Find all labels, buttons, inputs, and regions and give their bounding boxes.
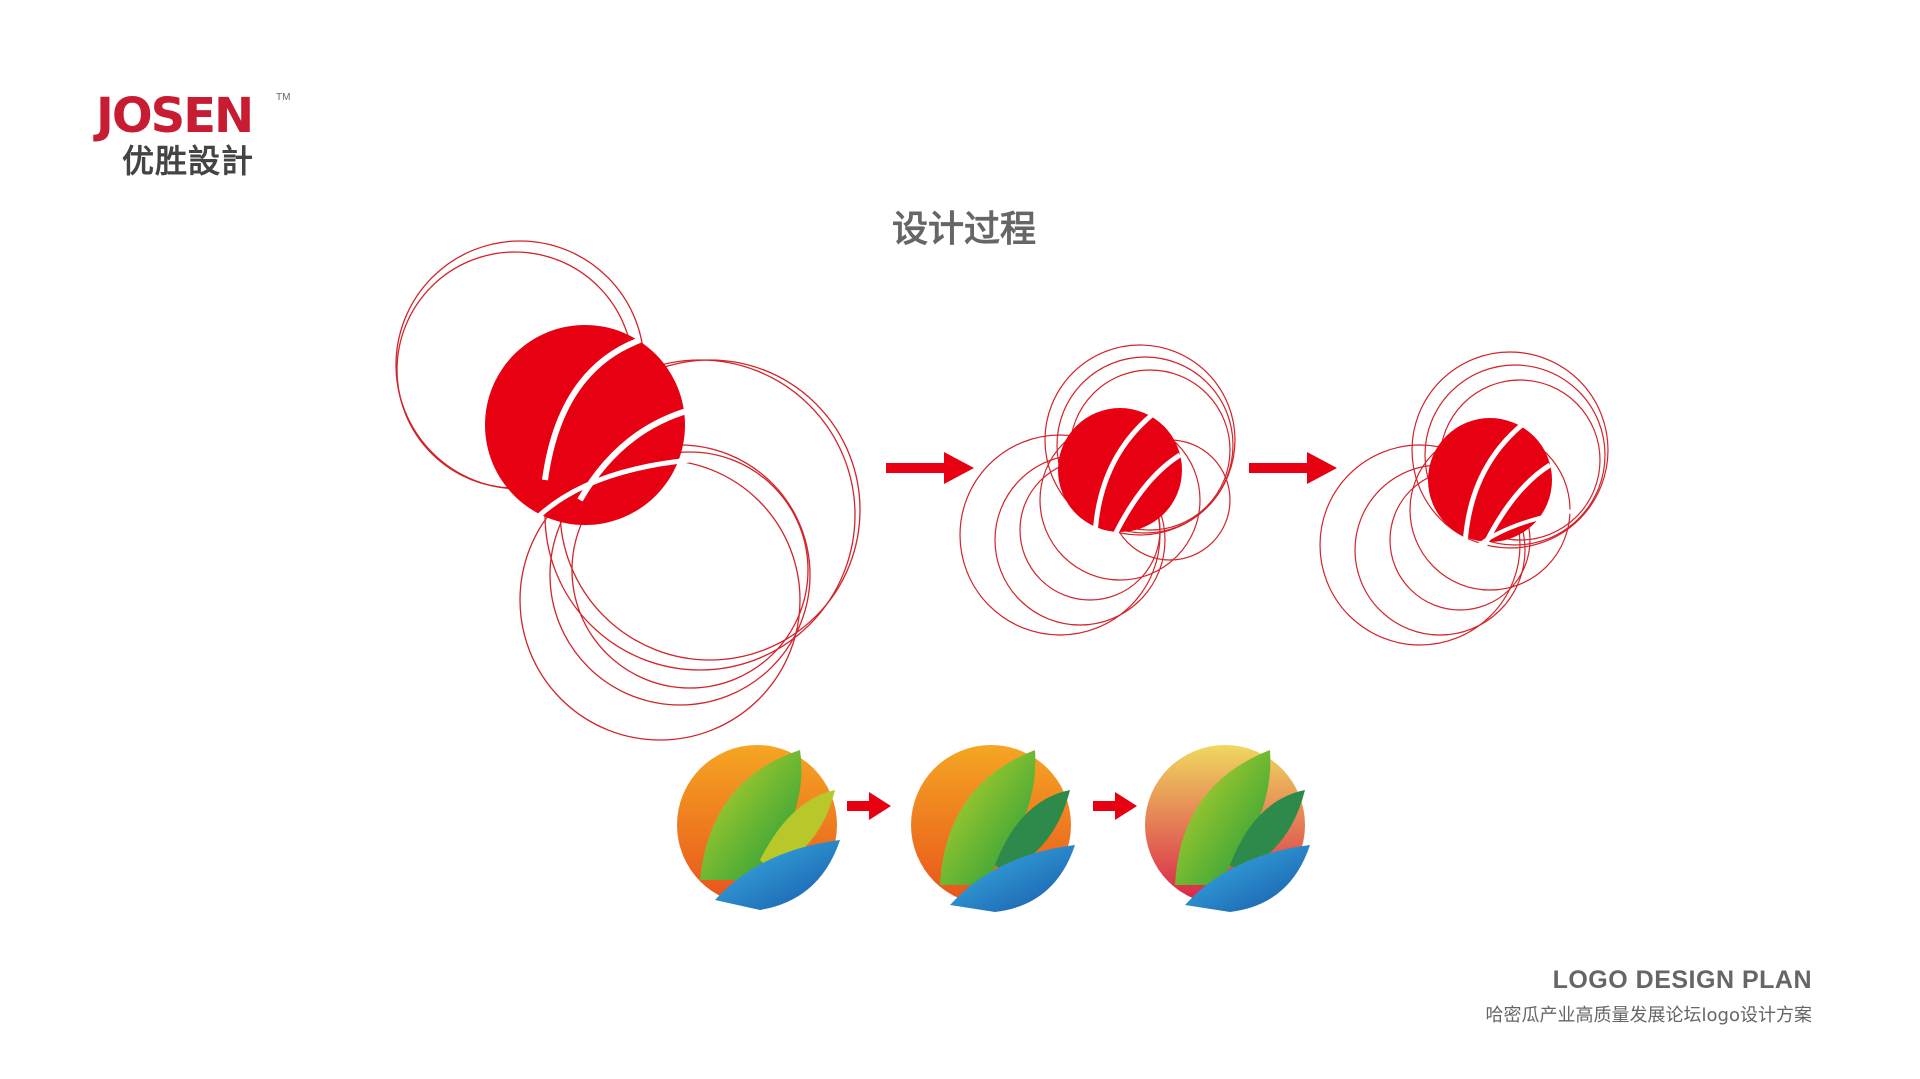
red-leaf-mark-small: [1428, 412, 1581, 557]
color-logo-version-2: [911, 745, 1075, 912]
brand-logo: JOSEN TM 优胜設計: [96, 88, 296, 180]
color-logo-version-3: [1145, 745, 1310, 912]
color-logo-version-1: [677, 745, 840, 910]
arrow-right-icon: [847, 792, 891, 820]
footer-subtitle: 哈密瓜产业高质量发展论坛logo设计方案: [1485, 1005, 1812, 1026]
brand-logo-cn: 优胜設計: [122, 142, 255, 180]
arrow-right-icon: [1249, 452, 1337, 484]
footer: LOGO DESIGN PLAN 哈密瓜产业高质量发展论坛logo设计方案: [1486, 966, 1812, 1027]
arrow-right-icon: [1093, 792, 1137, 820]
red-leaf-mark-large: [485, 325, 691, 525]
page-title: 设计过程: [891, 209, 1036, 250]
brand-logo-tm: TM: [276, 92, 291, 103]
red-leaf-mark-medium: [1058, 402, 1182, 547]
brand-logo-en: JOSEN: [96, 88, 254, 144]
footer-heading: LOGO DESIGN PLAN: [1552, 966, 1812, 994]
arrow-right-icon: [886, 452, 974, 484]
